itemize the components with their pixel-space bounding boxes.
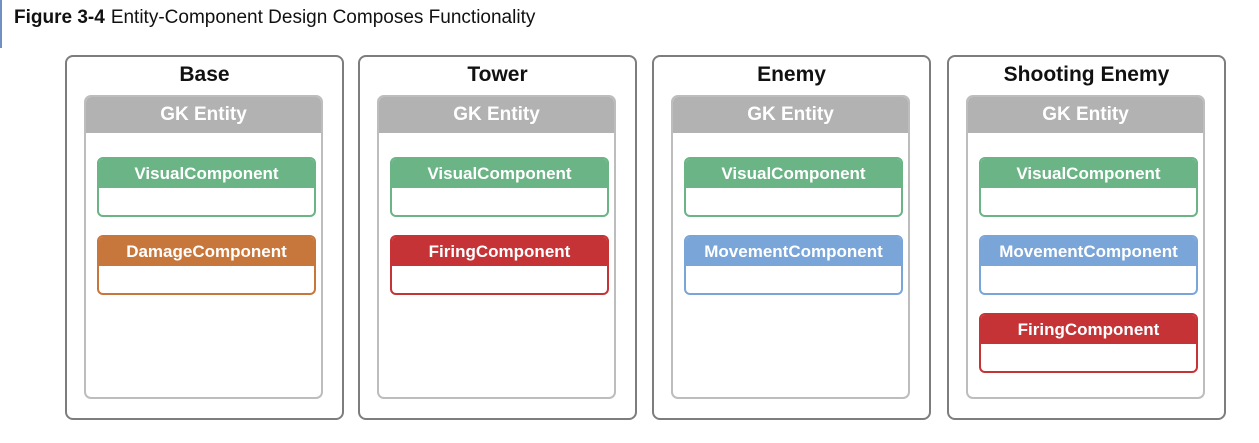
gk-entity-box: GK Entity VisualComponent FiringComponen… [377,95,616,399]
gk-entity-box: GK Entity VisualComponent MovementCompon… [966,95,1205,399]
component-list: VisualComponent MovementComponent [684,157,903,313]
panel-enemy: Enemy GK Entity VisualComponent Movement… [652,55,931,420]
gk-entity-header: GK Entity [379,97,614,133]
gk-entity-header: GK Entity [673,97,908,133]
panel-title: Enemy [757,63,826,86]
panel-title: Shooting Enemy [1003,63,1170,86]
visual-component-box: VisualComponent [97,157,316,217]
visual-component-box: VisualComponent [684,157,903,217]
panel-title: Tower [467,63,528,86]
firing-component-box: FiringComponent [979,313,1198,373]
figure-label: Figure 3-4 [14,7,105,28]
gk-entity-header: GK Entity [86,97,321,133]
gk-entity-header: GK Entity [968,97,1203,133]
component-header: VisualComponent [392,159,607,188]
firing-component-box: FiringComponent [390,235,609,295]
component-header: MovementComponent [981,237,1196,266]
left-accent-bar [0,0,2,48]
gk-entity-box: GK Entity VisualComponent DamageComponen… [84,95,323,399]
panel-tower: Tower GK Entity VisualComponent FiringCo… [358,55,637,420]
panel-base: Base GK Entity VisualComponent DamageCom… [65,55,344,420]
component-header: DamageComponent [99,237,314,266]
component-list: VisualComponent DamageComponent [97,157,316,313]
component-list: VisualComponent MovementComponent Firing… [979,157,1198,391]
component-header: FiringComponent [981,315,1196,344]
component-header: VisualComponent [981,159,1196,188]
diagram-panels: Base GK Entity VisualComponent DamageCom… [65,55,1228,422]
component-list: VisualComponent FiringComponent [390,157,609,313]
component-header: MovementComponent [686,237,901,266]
figure-title: Entity-Component Design Composes Functio… [110,7,536,28]
damage-component-box: DamageComponent [97,235,316,295]
panel-shooting-enemy: Shooting Enemy GK Entity VisualComponent… [947,55,1226,420]
component-header: VisualComponent [99,159,314,188]
visual-component-box: VisualComponent [390,157,609,217]
movement-component-box: MovementComponent [684,235,903,295]
component-header: FiringComponent [392,237,607,266]
visual-component-box: VisualComponent [979,157,1198,217]
panel-title: Base [179,63,230,86]
movement-component-box: MovementComponent [979,235,1198,295]
component-header: VisualComponent [686,159,901,188]
gk-entity-box: GK Entity VisualComponent MovementCompon… [671,95,910,399]
